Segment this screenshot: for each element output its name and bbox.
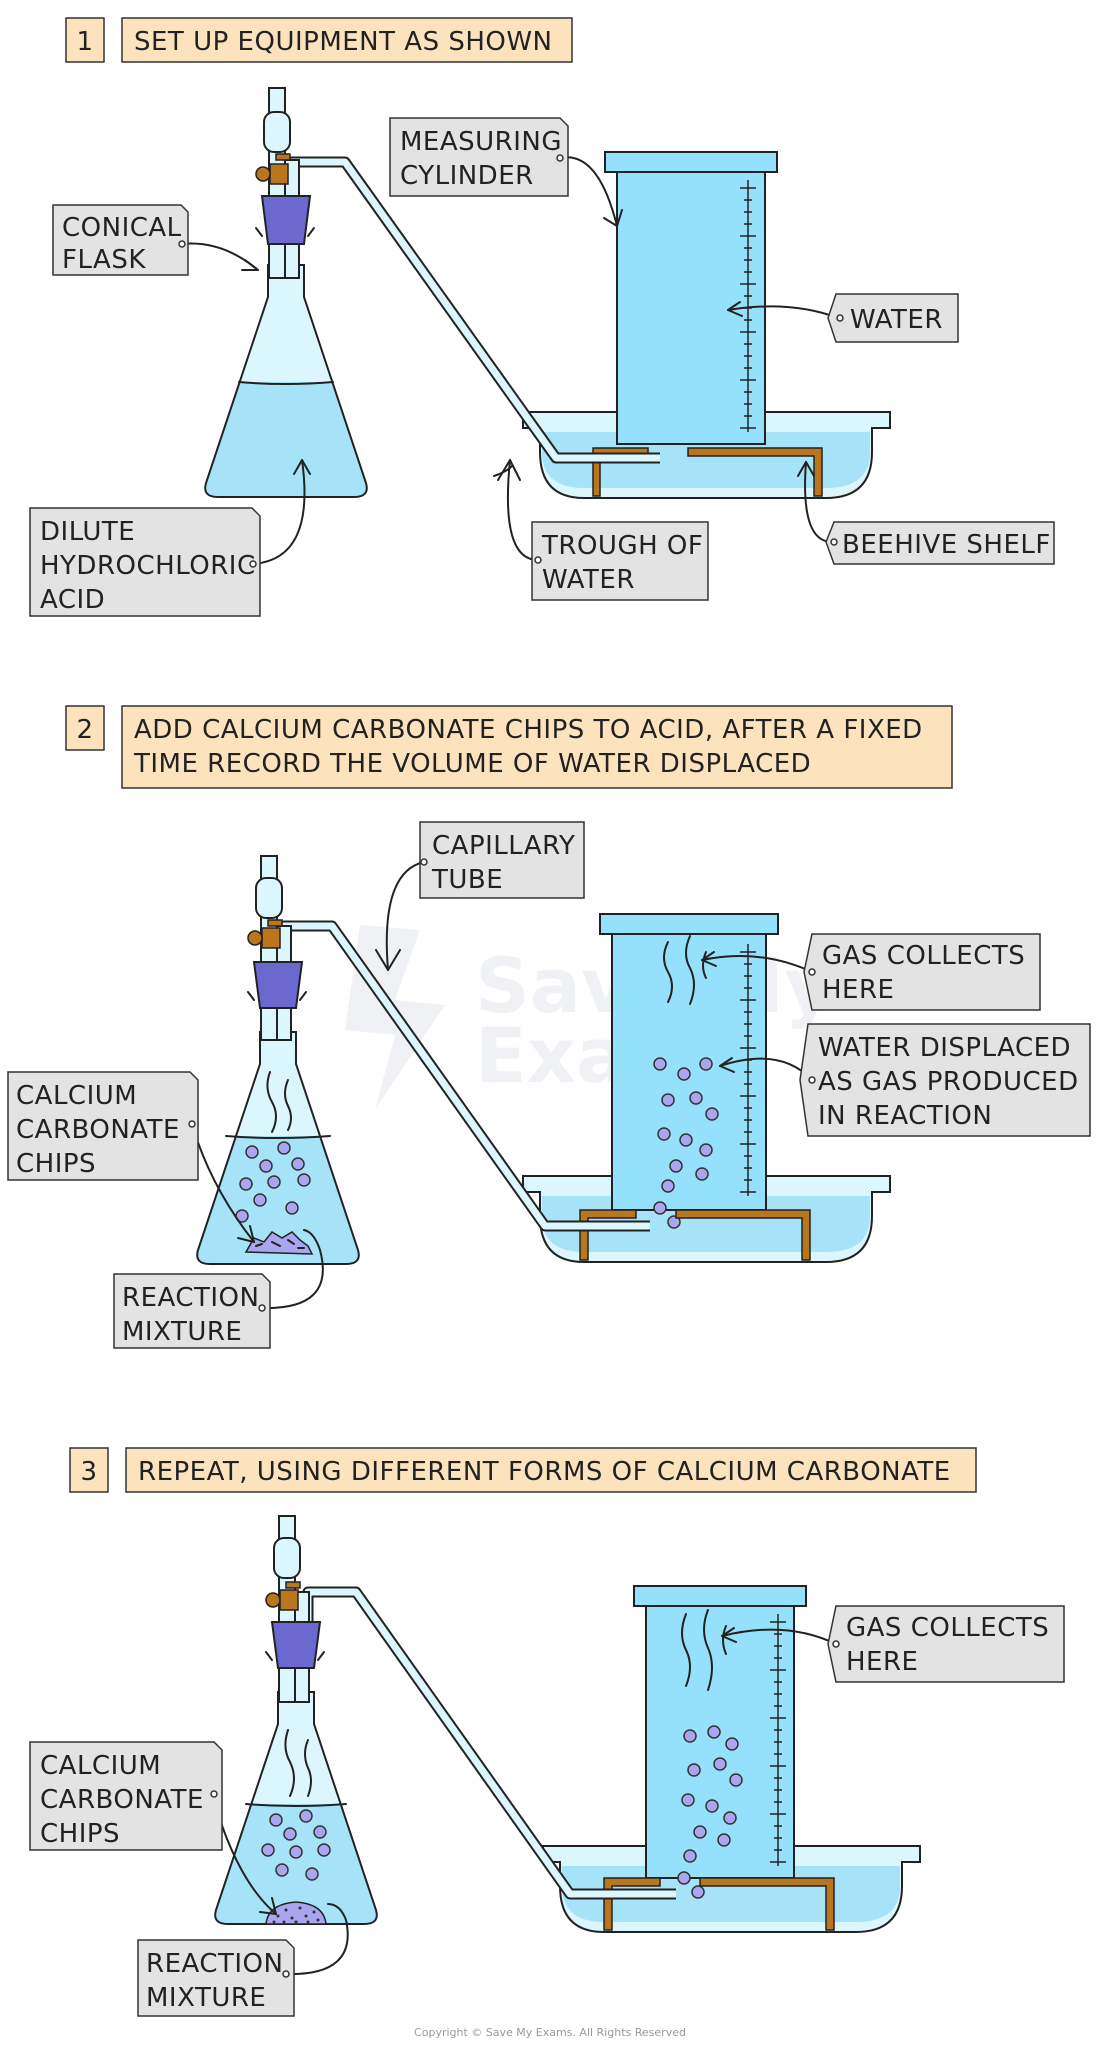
label-calcium-chips: CALCIUM CARBONATE CHIPS: [29, 1741, 277, 1915]
label-line: ACID: [40, 585, 105, 615]
label-line: DILUTE: [40, 517, 135, 547]
label-line: HYDROCHLORIC: [40, 551, 256, 581]
conical-flask: [204, 264, 368, 498]
label-capillary-tube: CAPILLARY TUBE: [375, 821, 585, 971]
label-line: MIXTURE: [146, 1983, 266, 2013]
label-line: CALCIUM: [40, 1751, 161, 1781]
step-instruction: REPEAT, USING DIFFERENT FORMS OF CALCIUM…: [138, 1457, 951, 1487]
label-line: TROUGH OF: [541, 531, 703, 561]
step-2-header: 2 ADD CALCIUM CARBONATE CHIPS TO ACID, A…: [65, 705, 953, 789]
powdered-calcium-carbonate: [265, 1901, 327, 1925]
label-line: CARBONATE: [16, 1115, 180, 1145]
stopper-assembly: [255, 87, 315, 279]
label-dilute-acid: DILUTE HYDROCHLORIC ACID: [29, 459, 311, 617]
label-line: CHIPS: [16, 1149, 96, 1179]
beehive-shelf: [579, 1209, 811, 1261]
label-measuring-cylinder: MEASURING CYLINDER: [389, 117, 623, 227]
label-calcium-chips: CALCIUM CARBONATE CHIPS: [7, 1071, 255, 1243]
label-line: MIXTURE: [122, 1317, 242, 1347]
label-line: GAS COLLECTS: [822, 941, 1025, 971]
measuring-cylinder: [633, 1585, 807, 1899]
step-3: 3 REPEAT, USING DIFFERENT FORMS OF CALCI…: [29, 1447, 1065, 2017]
step-number: 3: [80, 1457, 97, 1487]
label-line: WATER: [542, 565, 635, 595]
label-reaction-mixture: REACTION MIXTURE: [113, 1229, 324, 1349]
label-line: MEASURING: [400, 127, 562, 157]
label-line: CONICAL: [62, 213, 182, 243]
measuring-cylinder: [599, 913, 779, 1229]
label-beehive-shelf: BEEHIVE SHELF: [797, 461, 1055, 565]
calcium-carbonate-chips: [244, 1231, 314, 1255]
label-line: CHIPS: [40, 1819, 120, 1849]
copyright-text: Copyright © Save My Exams. All Rights Re…: [414, 2026, 686, 2039]
label-line: REACTION: [146, 1949, 283, 1979]
label-line: CALCIUM: [16, 1081, 137, 1111]
step-1-header: 1 SET UP EQUIPMENT AS SHOWN: [65, 17, 573, 63]
label-trough: TROUGH OF WATER: [493, 459, 709, 601]
step-instruction: SET UP EQUIPMENT AS SHOWN: [134, 27, 553, 57]
stopper-assembly: [247, 855, 307, 1041]
step-instruction: ADD CALCIUM CARBONATE CHIPS TO ACID, AFT…: [134, 715, 923, 745]
scale-ticks: [770, 1614, 786, 1866]
label-reaction-mixture: REACTION MIXTURE: [137, 1903, 349, 2017]
label-gas-collects: GAS COLLECTS HERE: [701, 933, 1041, 1011]
label-line: CYLINDER: [400, 161, 534, 191]
label-line: CARBONATE: [40, 1785, 204, 1815]
gas-wisps: [681, 1609, 727, 1691]
label-line: AS GAS PRODUCED: [818, 1067, 1079, 1097]
label-gas-collects: GAS COLLECTS HERE: [721, 1605, 1065, 1683]
scale-ticks: [740, 180, 756, 432]
measuring-cylinder: [604, 151, 778, 445]
step-number: 2: [76, 715, 93, 745]
stopper-assembly: [265, 1515, 325, 1703]
label-line: HERE: [846, 1647, 918, 1677]
step-3-header: 3 REPEAT, USING DIFFERENT FORMS OF CALCI…: [69, 1447, 977, 1493]
label-line: WATER: [850, 305, 943, 335]
label-line: REACTION: [122, 1283, 259, 1313]
label-line: IN REACTION: [818, 1101, 992, 1131]
label-line: HERE: [822, 975, 894, 1005]
label-line: BEEHIVE SHELF: [842, 530, 1051, 560]
label-water-displaced: WATER DISPLACED AS GAS PRODUCED IN REACT…: [719, 1023, 1091, 1137]
step-2: 2 ADD CALCIUM CARBONATE CHIPS TO ACID, A…: [7, 705, 1091, 1349]
beehive-shelf: [603, 1877, 835, 1931]
label-line: FLASK: [62, 245, 146, 275]
label-conical-flask: CONICAL FLASK: [52, 204, 259, 276]
conical-flask: [196, 1031, 360, 1265]
label-line: GAS COLLECTS: [846, 1613, 1049, 1643]
step-1: 1 SET UP EQUIPMENT AS SHOWN: [29, 17, 1055, 617]
label-line: CAPILLARY: [432, 831, 575, 861]
gas-wisps: [663, 935, 707, 1005]
step-instruction: TIME RECORD THE VOLUME OF WATER DISPLACE…: [133, 749, 811, 779]
label-line: TUBE: [431, 865, 503, 895]
scale-ticks: [740, 944, 756, 1196]
label-line: WATER DISPLACED: [818, 1033, 1071, 1063]
label-water: WATER: [727, 293, 959, 343]
conical-flask: [214, 1691, 378, 1925]
step-number: 1: [76, 27, 93, 57]
